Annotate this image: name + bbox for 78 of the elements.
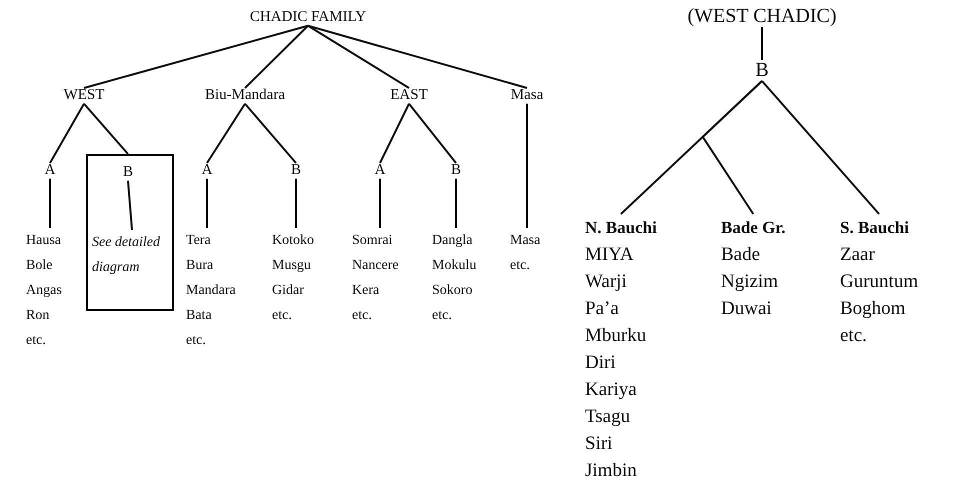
tree-line [206,178,208,228]
branch-label: EAST [390,88,428,104]
language-name: Pa’a [585,297,620,321]
tree-line [127,180,133,230]
branch-label: (WEST CHADIC) [687,6,837,27]
language-name: Tera [186,232,212,250]
branch-label: A [202,163,212,179]
branch-label: B [755,60,769,81]
group-heading: N. Bauchi [585,217,657,239]
language-name: etc. [186,332,207,350]
language-name: Kariya [585,378,638,402]
language-name: Mokulu [432,257,476,275]
language-name: Bata [186,307,213,325]
tree-line [526,104,528,228]
language-name: Ron [26,307,50,325]
language-name: Mburku [585,324,648,348]
language-name: Sokoro [432,282,474,300]
language-name: Somrai [352,232,394,250]
branch-label: B [451,163,461,179]
branch-label: B [123,156,133,181]
language-name: Masa [510,232,540,250]
tree-line [408,103,457,164]
tree-line [206,103,246,164]
language-name: etc. [510,257,531,275]
tree-line [379,178,381,228]
tree-line [49,103,85,164]
language-name: Siri [585,432,614,456]
branch-label: Biu-Mandara [205,88,285,104]
tree-line [379,103,410,164]
language-name: Zaar [840,243,876,267]
language-name: Ngizim [721,270,779,294]
language-name: etc. [432,307,453,325]
language-name: Mandara [186,282,236,300]
branch-label: CHADIC FAMILY [250,10,366,26]
tree-line [83,103,129,155]
branch-label: A [374,163,386,179]
language-name: Nancere [352,257,399,275]
language-name: etc. [26,332,47,350]
tree-line [761,27,763,60]
language-name: Jimbin [585,459,638,483]
language-name: MIYA [585,243,635,267]
language-name: Warji [585,270,628,294]
tree-line [307,24,410,89]
language-name: Bade [721,243,762,267]
language-name: Kera [352,282,380,300]
language-name: Guruntum [840,270,918,294]
group-heading: S. Bauchi [840,217,910,239]
tree-line [295,178,297,228]
tree-line [761,80,880,215]
outline-frame [86,154,174,311]
language-name: Bura [186,257,214,275]
language-name: Dangla [432,232,474,250]
tree-line [49,178,51,228]
group-heading: Bade Gr. [721,217,786,239]
language-name: Gidar [272,282,305,300]
language-name: Duwai [721,297,773,321]
language-name: Kotoko [272,232,314,250]
language-name: Angas [26,282,62,300]
tree-line [244,103,297,164]
language-name: etc. [272,307,293,325]
language-name: Tsagu [585,405,632,429]
branch-label: WEST [64,88,104,104]
language-name: Hausa [26,232,62,250]
branch-label: Masa [510,88,544,104]
language-name: Diri [585,351,617,375]
language-name: Bole [26,257,54,275]
branch-label: B [291,163,301,179]
tree-line [244,25,309,89]
language-name: Musgu [272,257,312,275]
language-name: Boghom [840,297,906,321]
branch-label: A [44,163,56,179]
tree-line [84,24,308,89]
tree-line [455,178,457,228]
language-name: etc. [352,307,373,325]
tree-line [308,24,528,89]
language-name: etc. [840,324,868,348]
note-text: See detailed diagram [92,230,172,280]
tree-line [701,80,763,215]
